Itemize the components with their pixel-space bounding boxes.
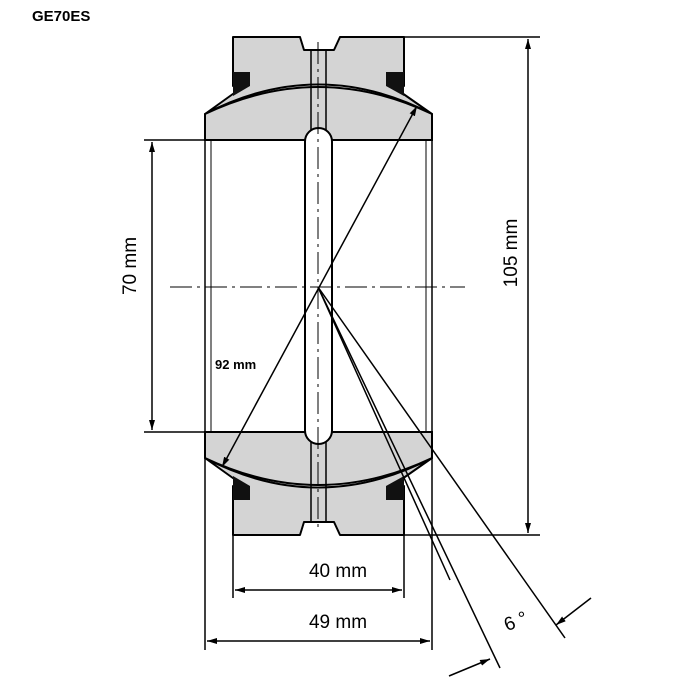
- seal-bottom-left: [233, 476, 250, 500]
- label-bore: 70 mm: [120, 237, 141, 295]
- label-tilt: 6 °: [501, 608, 531, 636]
- seal-top-right: [386, 72, 404, 96]
- seal-top-left: [233, 72, 250, 96]
- seal-bottom-right: [386, 476, 404, 500]
- dim-bore: [144, 139, 205, 433]
- dim-outer: [404, 36, 540, 536]
- dim-sphere: [221, 105, 418, 468]
- dim-tilt: [317, 286, 592, 677]
- label-outer: 105 mm: [501, 219, 522, 288]
- dim-inner-width: [232, 535, 405, 598]
- label-sphere: 92 mm: [215, 357, 256, 372]
- bearing-title: GE70ES: [32, 8, 91, 25]
- label-inner-width: 40 mm: [309, 561, 367, 582]
- label-outer-width: 49 mm: [309, 612, 367, 633]
